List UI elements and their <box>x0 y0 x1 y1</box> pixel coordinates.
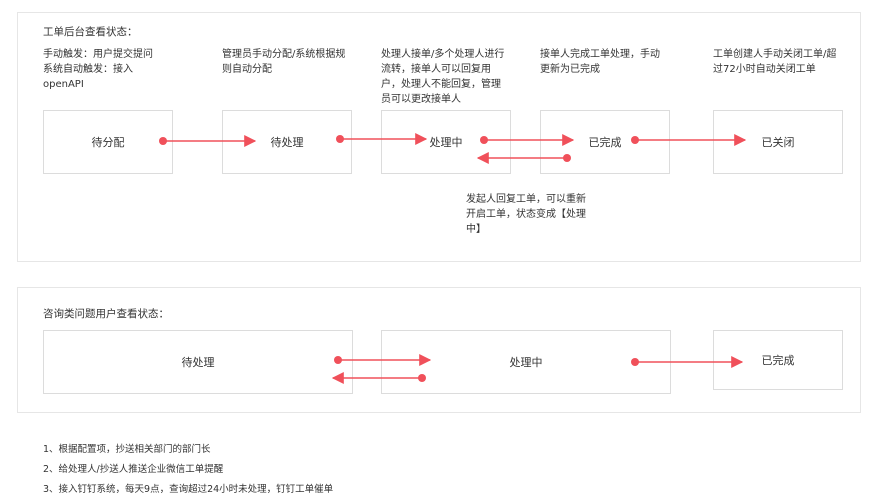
state-box-processing: 处理中 <box>381 110 511 174</box>
flow1-close-desc: 工单创建人手动关闭工单/超 过72小时自动关闭工单 <box>713 49 837 75</box>
flow1-complete-desc: 接单人完成工单处理，手动 更新为已完成 <box>540 49 660 75</box>
state-box-completed: 已完成 <box>540 110 670 174</box>
flow2-title: 咨询类问题用户查看状态： <box>43 308 169 320</box>
flow1-reopen-desc: 发起人回复工单，可以重新 开启工单，状态变成【处理 中】 <box>466 194 586 235</box>
state-box-done: 已完成 <box>713 330 843 390</box>
state-box-in-progress: 处理中 <box>381 330 671 394</box>
state-box-pending: 待处理 <box>43 330 353 394</box>
flow1-trigger-text: 手动触发：用户提交提问 系统自动触发：接入 openAPI <box>43 49 153 90</box>
flow1-process-desc: 处理人接单/多个处理人进行 流转，接单人可以回复用 户，处理人不能回复，管理 员… <box>381 49 505 105</box>
note-3: 3、接入钉钉系统，每天9点，查询超过24小时未处理，钉钉工单催单 <box>43 484 334 495</box>
state-box-pending-process: 待处理 <box>222 110 352 174</box>
note-2: 2、给处理人/抄送人推送企业微信工单提醒 <box>43 464 224 475</box>
state-box-pending-assign: 待分配 <box>43 110 173 174</box>
flow1-title: 工单后台查看状态： <box>43 26 138 38</box>
note-1: 1、根据配置项，抄送相关部门的部门长 <box>43 444 211 455</box>
flow1-assign-desc: 管理员手动分配/系统根据规 则自动分配 <box>222 49 346 75</box>
state-box-closed: 已关闭 <box>713 110 843 174</box>
